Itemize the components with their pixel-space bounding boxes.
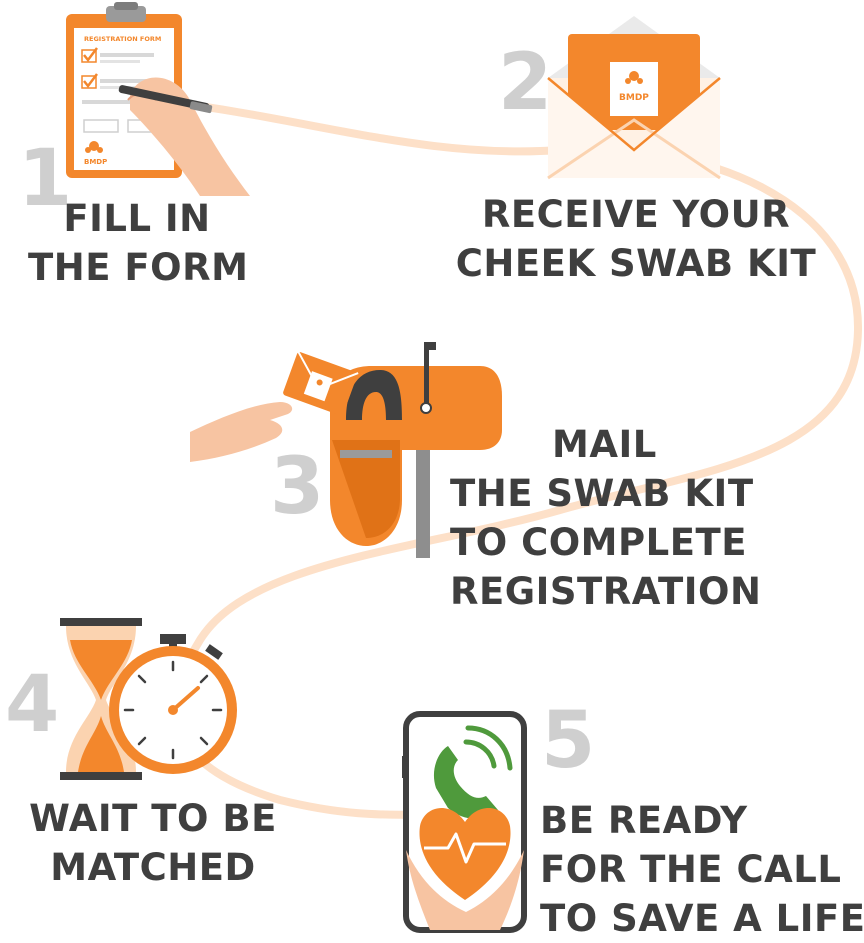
step-4-line-2: MATCHED: [50, 846, 256, 889]
step-4-number: 4: [5, 660, 60, 750]
step-3-number: 3: [270, 442, 325, 532]
step-2-line-2: CHEEK SWAB KIT: [455, 242, 817, 285]
kit-logo: BMDP: [619, 93, 649, 103]
step-5-line-2: FOR THE CALL: [540, 848, 842, 891]
step-5-number: 5: [541, 696, 596, 786]
step-4-line-1: WAIT TO BE: [29, 797, 277, 840]
envelope-icon: BMDP: [547, 16, 721, 180]
step-3-line-2: THE SWAB KIT: [450, 472, 754, 515]
step-1-number: 1: [18, 134, 73, 224]
clipboard-form-icon: REGISTRATION FORM BMDP: [66, 2, 250, 196]
step-3-caption: MAIL THE SWAB KIT TO COMPLETE REGISTRATI…: [450, 420, 770, 616]
step-1-line-2: THE FORM: [28, 246, 249, 289]
step-5-line-3: TO SAVE A LIFE: [540, 897, 864, 940]
step-1-line-1: FILL IN: [63, 197, 211, 240]
clipboard-logo: BMDP: [84, 158, 107, 166]
phone-heart-icon: [402, 711, 527, 933]
step-2-line-1: RECEIVE YOUR: [481, 193, 791, 236]
step-3-line-1: MAIL: [552, 423, 657, 466]
step-3-line-3: TO COMPLETE: [450, 521, 747, 564]
step-3-line-4: REGISTRATION: [450, 570, 762, 613]
step-5-line-1: BE READY: [540, 799, 748, 842]
step-4-caption: WAIT TO BE MATCHED: [22, 794, 284, 892]
form-title: REGISTRATION FORM: [84, 35, 161, 43]
step-1-caption: FILL IN THE FORM: [28, 194, 249, 292]
hourglass-stopwatch-icon: [60, 618, 237, 780]
mailbox-icon: [190, 342, 502, 558]
step-2-caption: RECEIVE YOUR CHEEK SWAB KIT: [455, 190, 817, 288]
step-2-number: 2: [498, 38, 553, 128]
step-5-caption: BE READY FOR THE CALL TO SAVE A LIFE: [540, 796, 864, 943]
